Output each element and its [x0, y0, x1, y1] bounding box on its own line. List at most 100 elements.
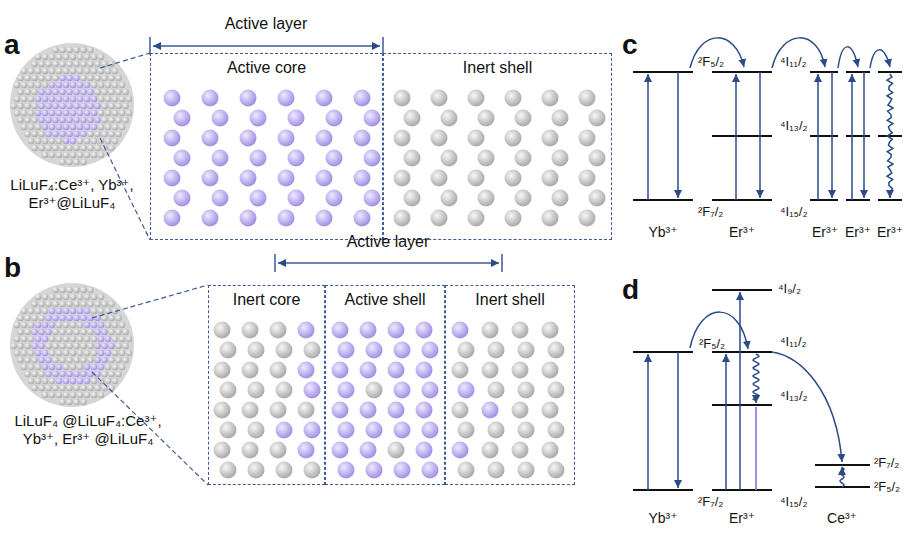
- ion-sphere: [548, 422, 565, 439]
- ion-dot: [63, 336, 70, 343]
- ion-dot: [31, 145, 38, 152]
- ion-sphere: [416, 362, 433, 379]
- energy-level-label: ⁴I₁₁/₂: [780, 334, 807, 350]
- ion-sphere: [242, 362, 259, 379]
- ion-dot: [84, 350, 91, 357]
- ion-dot: [80, 145, 87, 152]
- ion-dot: [52, 357, 59, 364]
- ion-dot: [66, 103, 73, 110]
- composition-label: LiLuF₄ @LiLuF₄:Ce³⁺, Yb³⁺, Er³⁺ @LiLuF₄: [0, 412, 176, 448]
- ion-dot: [63, 68, 70, 75]
- ion-dot: [94, 371, 101, 378]
- ion-dot: [42, 336, 49, 343]
- ion-sphere: [250, 110, 267, 127]
- ion-dot: [21, 96, 28, 103]
- ion-dot: [49, 392, 56, 399]
- ion-sphere: [512, 322, 529, 339]
- ion-dot: [105, 364, 112, 371]
- ion-dot: [112, 124, 119, 131]
- ion-dot: [52, 315, 59, 322]
- ion-dot: [94, 357, 101, 364]
- ion-dot: [80, 357, 87, 364]
- ion-dot: [77, 336, 84, 343]
- ion-sphere: [579, 130, 596, 147]
- ion-sphere: [164, 130, 181, 147]
- ion-dot: [24, 75, 31, 82]
- ion-dot: [84, 82, 91, 89]
- ion-sphere: [394, 382, 411, 399]
- ion-dot: [52, 61, 59, 68]
- ion-dot: [73, 89, 80, 96]
- ion-dot: [52, 75, 59, 82]
- ion-sphere: [288, 110, 305, 127]
- ion-dot: [56, 124, 63, 131]
- ion-label: Yb³⁺: [643, 224, 683, 241]
- ion-sphere: [542, 362, 559, 379]
- ion-dot: [115, 315, 122, 322]
- ion-dot: [84, 392, 91, 399]
- ion-sphere: [304, 342, 321, 359]
- ion-dot: [91, 350, 98, 357]
- ion-dot: [45, 89, 52, 96]
- ion-dot: [59, 315, 66, 322]
- ion-dot: [87, 301, 94, 308]
- ion-dot: [77, 96, 84, 103]
- ion-dot: [21, 322, 28, 329]
- ion-dot: [73, 47, 80, 54]
- ion-dot: [38, 371, 45, 378]
- ion-dot: [98, 350, 105, 357]
- ion-sphere: [270, 362, 287, 379]
- ion-dot: [59, 329, 66, 336]
- ion-dot: [80, 399, 87, 406]
- ion-dot: [42, 68, 49, 75]
- ion-dot: [28, 138, 35, 145]
- ion-sphere: [482, 402, 499, 419]
- ion-dot: [28, 96, 35, 103]
- ion-sphere: [505, 90, 522, 107]
- ion-dot: [24, 371, 31, 378]
- ion-dot: [38, 357, 45, 364]
- composition-label: LiLuF₄:Ce³⁺, Yb³⁺, Er³⁺@LiLuF₄: [2, 176, 142, 212]
- ion-dot: [28, 364, 35, 371]
- ion-dot: [94, 329, 101, 336]
- ion-dot: [87, 89, 94, 96]
- energy-level-label: ⁴I₉/₂: [778, 281, 801, 297]
- ion-dot: [14, 110, 21, 117]
- ion-dot: [59, 89, 66, 96]
- ion-dot: [66, 385, 73, 392]
- ion-sphere: [354, 170, 371, 187]
- ion-dot: [73, 75, 80, 82]
- ion-dot: [35, 364, 42, 371]
- ion-dot: [105, 110, 112, 117]
- ion-dot: [105, 322, 112, 329]
- ion-sphere: [366, 382, 383, 399]
- ion-dot: [80, 315, 87, 322]
- ion-sphere: [552, 110, 569, 127]
- ion-sphere: [478, 190, 495, 207]
- ion-dot: [98, 392, 105, 399]
- ion-dot: [91, 54, 98, 61]
- layer-title: Inert shell: [463, 54, 532, 77]
- ion-dot: [98, 336, 105, 343]
- ion-sphere: [394, 130, 411, 147]
- ion-dot: [94, 131, 101, 138]
- ion-dot: [38, 301, 45, 308]
- ion-dot: [115, 371, 122, 378]
- ion-dot: [52, 385, 59, 392]
- ion-dot: [98, 124, 105, 131]
- layer-box: Active core: [150, 53, 383, 240]
- ion-sphere: [452, 442, 469, 459]
- ion-dot: [77, 54, 84, 61]
- ion-sphere: [468, 130, 485, 147]
- ion-dot: [87, 385, 94, 392]
- ion-dot: [91, 294, 98, 301]
- ion-dot: [98, 308, 105, 315]
- ion-sphere: [505, 130, 522, 147]
- energy-level-label: ²F₅/₂: [874, 479, 900, 495]
- ion-dot: [94, 343, 101, 350]
- ion-sphere: [316, 130, 333, 147]
- ion-dot: [42, 54, 49, 61]
- ion-dot: [31, 371, 38, 378]
- ion-sphere: [468, 210, 485, 227]
- layer-title: Active shell: [345, 286, 426, 309]
